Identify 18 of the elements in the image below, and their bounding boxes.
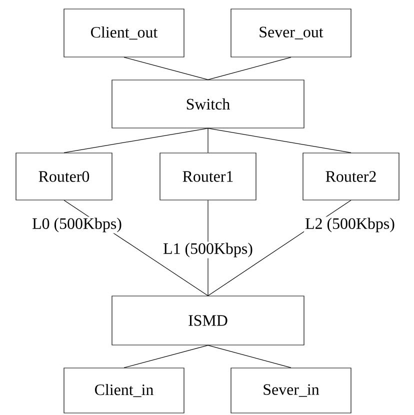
node-box: Switch [112,80,304,128]
node-box: Client_in [64,368,184,414]
connector-line [208,128,352,153]
edge-label: L2 (500Kbps) [304,216,396,234]
node-box: Router2 [302,152,400,200]
edge-label: L0 (500Kbps) [31,216,123,234]
node-box: Router0 [16,152,112,200]
connector-line [208,57,292,80]
connector-line [208,345,292,368]
node-box: Client_out [64,8,184,58]
connector-line [124,57,208,80]
node-box: Sever_in [230,368,352,414]
connector-line [64,128,208,153]
node-box: Sever_out [230,8,352,58]
edge-label: L1 (500Kbps) [162,242,254,258]
connector-line [124,345,208,368]
node-box: Router1 [160,152,256,200]
node-box: ISMD [112,296,304,346]
